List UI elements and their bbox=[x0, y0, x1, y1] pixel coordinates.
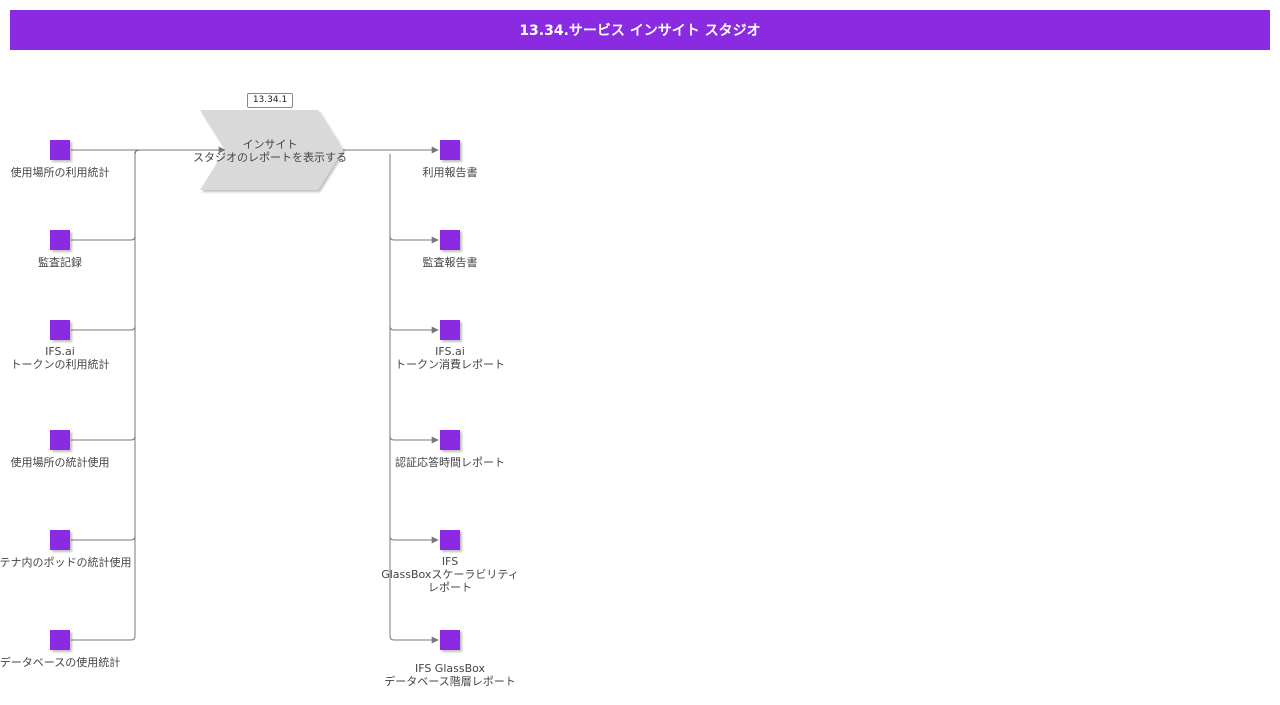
output-label-line: IFS.ai bbox=[435, 345, 465, 358]
input-connector bbox=[71, 149, 140, 441]
output-label: 監査報告書 bbox=[350, 256, 550, 269]
page-title: 13.34.サービス インサイト スタジオ bbox=[10, 10, 1270, 50]
input-label-line: 使用場所の統計使用 bbox=[10, 456, 110, 469]
output-label-line: IFS bbox=[441, 555, 459, 568]
output-node[interactable] bbox=[440, 320, 460, 340]
input-label: データベースの使用統計 bbox=[0, 656, 160, 669]
input-node[interactable] bbox=[50, 230, 70, 250]
process-chevron[interactable] bbox=[200, 110, 343, 190]
output-label-line: レポート bbox=[428, 581, 472, 594]
output-label: 利用報告書 bbox=[350, 166, 550, 179]
process-label-line-2: スタジオのレポートを表示する bbox=[193, 151, 347, 164]
output-label-line: 利用報告書 bbox=[422, 166, 478, 179]
input-node[interactable] bbox=[50, 430, 70, 450]
output-label-line: 認証応答時間レポート bbox=[395, 456, 505, 469]
input-node[interactable] bbox=[50, 320, 70, 340]
input-label-line: 使用場所の利用統計 bbox=[10, 166, 110, 179]
output-node[interactable] bbox=[440, 140, 460, 160]
output-label-line: 監査報告書 bbox=[422, 256, 478, 269]
output-connector bbox=[389, 154, 439, 444]
output-label-line: IFS GlassBox bbox=[414, 662, 486, 675]
output-connector bbox=[389, 154, 439, 644]
input-node[interactable] bbox=[50, 140, 70, 160]
output-node[interactable] bbox=[440, 630, 460, 650]
output-label-line: GlassBoxスケーラビリティ bbox=[381, 568, 519, 581]
input-label-line: トークンの利用統計 bbox=[10, 358, 110, 371]
input-label: 使用場所の利用統計 bbox=[0, 166, 160, 179]
output-label: 認証応答時間レポート bbox=[350, 456, 550, 469]
input-connector bbox=[71, 149, 140, 641]
input-label-line: ンテナ内のポッドの統計使用 bbox=[0, 556, 132, 569]
output-label-line: トークン消費レポート bbox=[395, 358, 505, 371]
process-label[interactable]: インサイト スタジオのレポートを表示する bbox=[190, 138, 350, 164]
input-node[interactable] bbox=[50, 530, 70, 550]
output-node[interactable] bbox=[440, 530, 460, 550]
output-node[interactable] bbox=[440, 230, 460, 250]
input-label-line: IFS.ai bbox=[45, 345, 75, 358]
input-connector bbox=[71, 149, 140, 241]
output-node[interactable] bbox=[440, 430, 460, 450]
output-connector bbox=[389, 154, 439, 334]
process-label-line-1: インサイト bbox=[242, 138, 298, 151]
input-node[interactable] bbox=[50, 630, 70, 650]
output-label-line: データベース階層レポート bbox=[384, 675, 516, 688]
input-label-line: 監査記録 bbox=[38, 256, 82, 269]
input-label: 監査記録 bbox=[0, 256, 160, 269]
input-label: 使用場所の統計使用 bbox=[0, 456, 160, 469]
process-id-badge: 13.34.1 bbox=[247, 93, 293, 108]
input-label: ンテナ内のポッドの統計使用 bbox=[0, 556, 160, 569]
input-label-line: データベースの使用統計 bbox=[0, 656, 121, 669]
